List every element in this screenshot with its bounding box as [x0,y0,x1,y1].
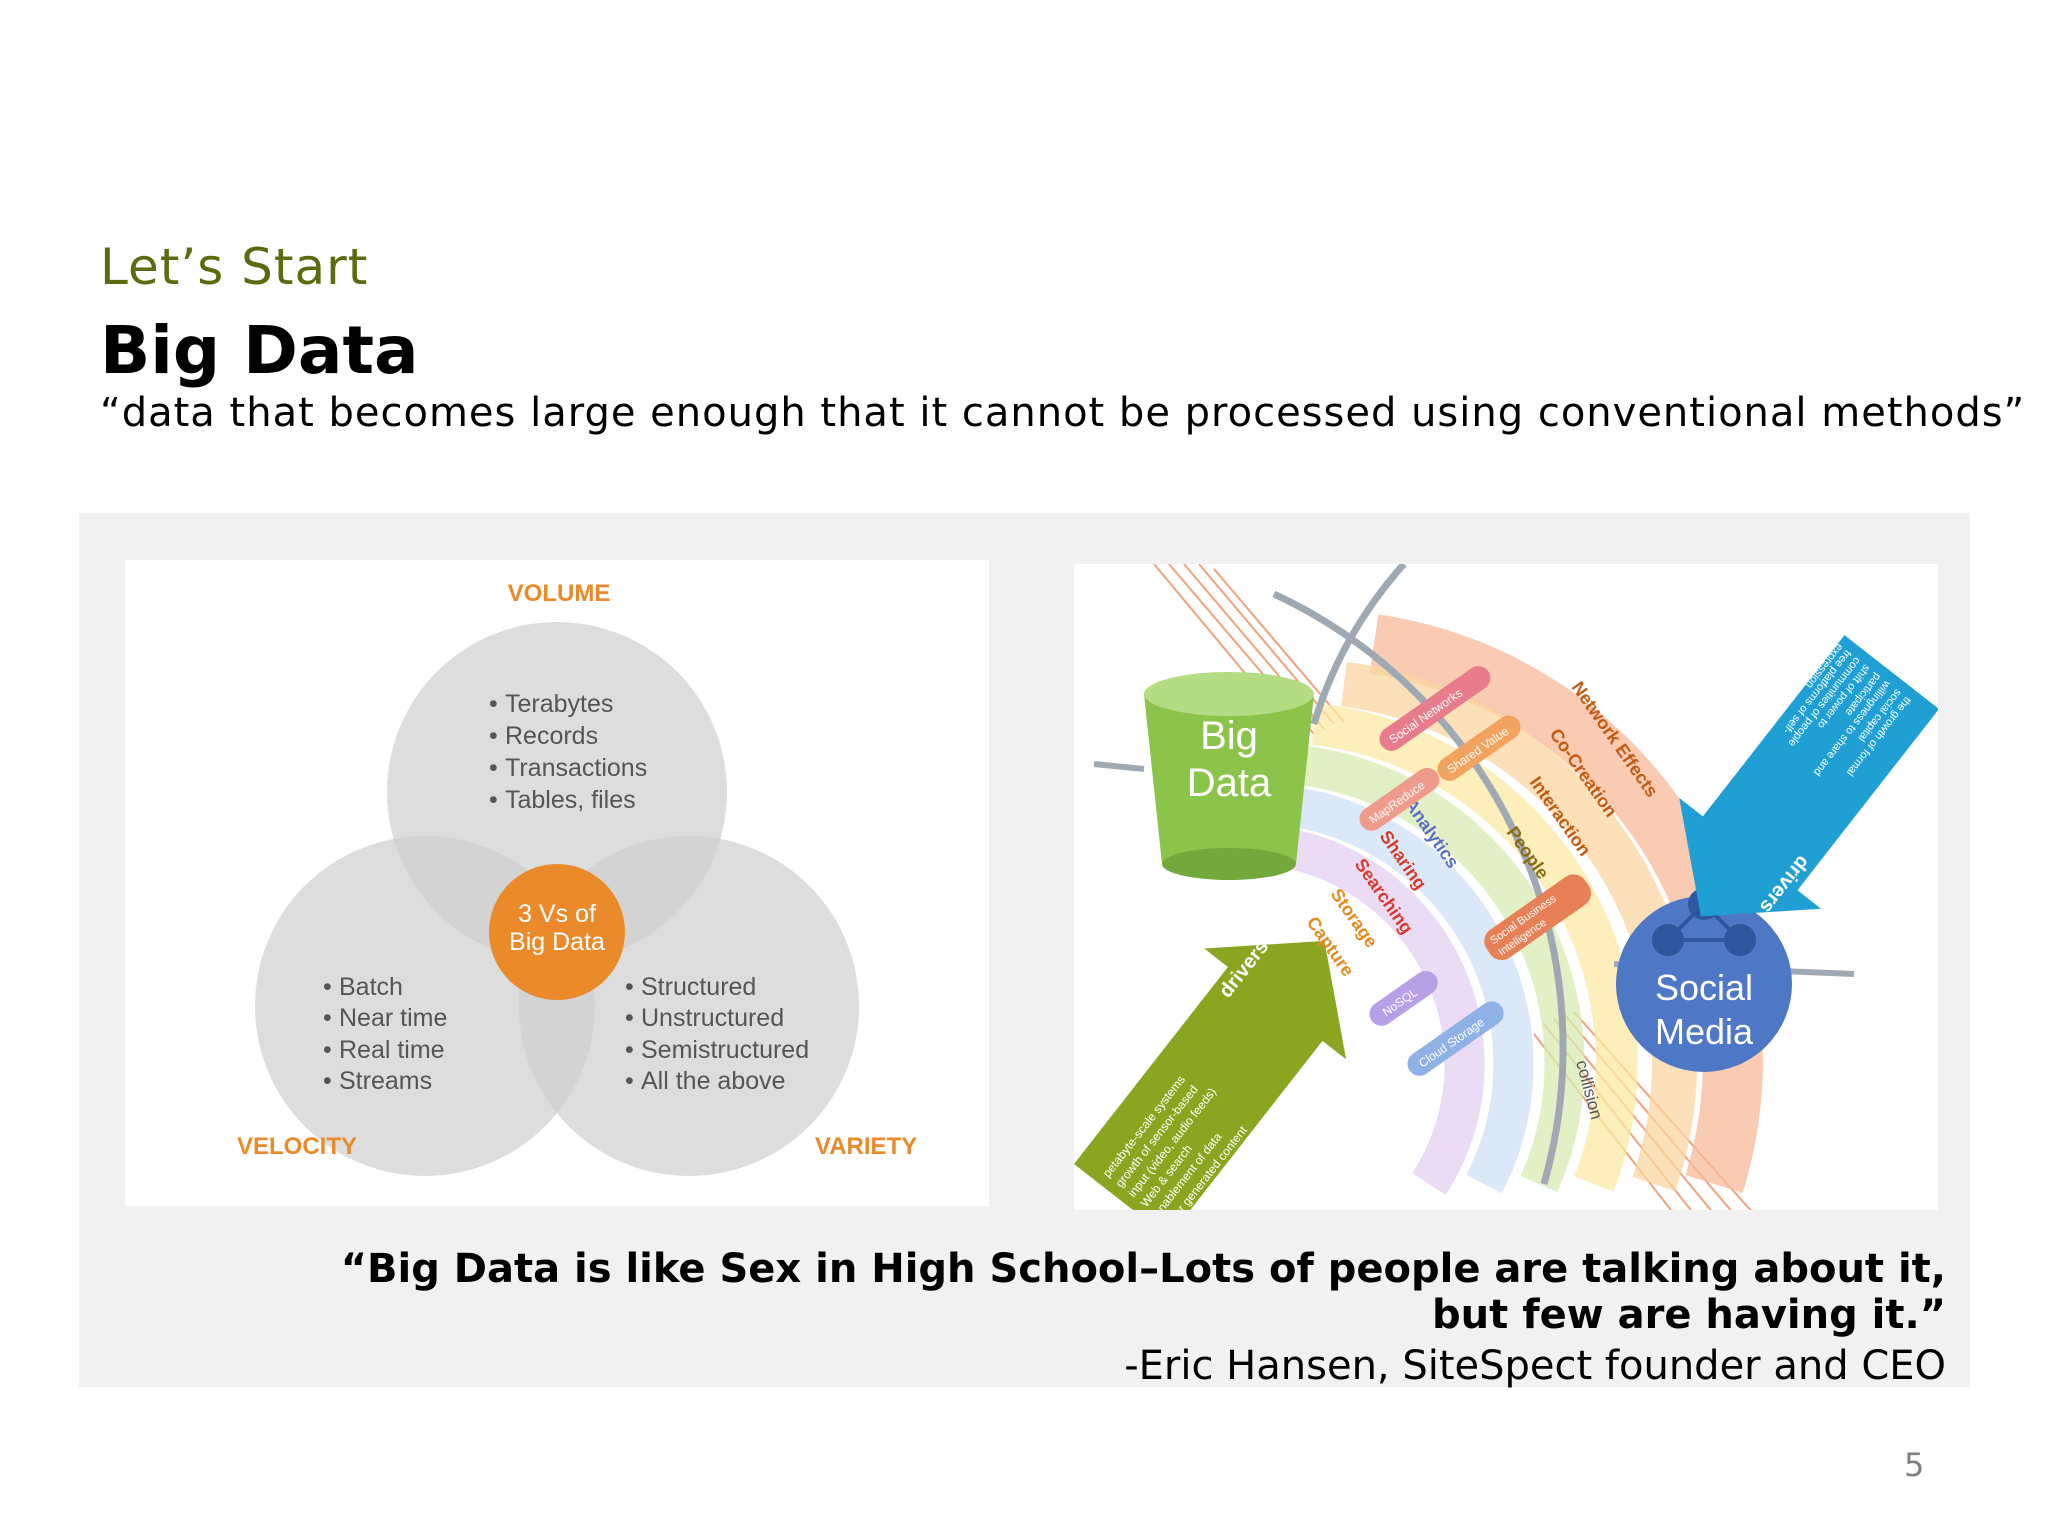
velocity-bullet: • [323,1036,332,1064]
quote-line-1: “Big Data is like Sex in High School–Lot… [341,1246,1946,1292]
three-vs-venn-diagram: 3 Vs of Big Data VOLUME VELOCITY VARIETY… [125,560,989,1206]
social-label-line1: Social [1655,967,1753,1008]
volume-item: Tables, files [505,786,636,814]
big-data-drivers-arrow: drivers petabyte-scale systems growth of… [1074,885,1395,1210]
volume-item: Transactions [505,754,647,782]
rainbow-arcs [1244,564,1733,1184]
variety-bullet: • [625,1004,634,1032]
volume-bullet: • [489,786,498,814]
velocity-item: Real time [339,1036,445,1064]
variety-item: Semistructured [641,1036,809,1064]
quote-attribution: -Eric Hansen, SiteSpect founder and CEO [1124,1343,1946,1389]
variety-item: Unstructured [641,1004,784,1032]
collision-svg: Big Data Social Media drivers petabyte-s… [1074,564,1938,1210]
social-media-globe: Social Media [1614,888,1854,1072]
variety-bullet: • [625,1067,634,1095]
variety-item: All the above [641,1067,786,1095]
variety-bullet: • [625,1036,634,1064]
volume-bullet: • [489,690,498,718]
slide-title: Big Data [100,312,419,389]
venn-svg: 3 Vs of Big Data VOLUME VELOCITY VARIETY… [125,560,989,1206]
variety-item: Structured [641,973,756,1001]
velocity-bullet: • [323,1004,332,1032]
definition-text: “data that becomes large enough that it … [100,390,2025,436]
velocity-item: Near time [339,1004,447,1032]
big-data-bucket: Big Data [1094,672,1314,880]
center-label-line1: 3 Vs of [518,900,596,928]
velocity-item: Batch [339,973,403,1001]
variety-label: VARIETY [815,1133,917,1160]
variety-bullet: • [625,973,634,1001]
bucket-label-line2: Data [1187,761,1272,805]
velocity-bullet: • [323,1067,332,1095]
big-data-social-media-collision-diagram: Big Data Social Media drivers petabyte-s… [1074,564,1938,1210]
bucket-label-line1: Big [1200,714,1258,758]
quote-line-2: but few are having it.” [341,1292,1946,1338]
volume-label: VOLUME [508,580,611,607]
velocity-label: VELOCITY [237,1133,357,1160]
quote-block: “Big Data is like Sex in High School–Lot… [341,1246,1946,1338]
velocity-bullet: • [323,973,332,1001]
volume-bullet: • [489,722,498,750]
volume-bullet: • [489,754,498,782]
volume-item: Records [505,722,598,750]
section-kicker: Let’s Start [100,238,368,296]
page-number: 5 [1904,1446,1924,1484]
pill-nosql: NoSQL [1365,966,1443,1030]
center-label-line2: Big Data [509,928,605,956]
social-label-line2: Media [1655,1011,1754,1052]
volume-item: Terabytes [505,690,613,718]
velocity-item: Streams [339,1067,432,1095]
